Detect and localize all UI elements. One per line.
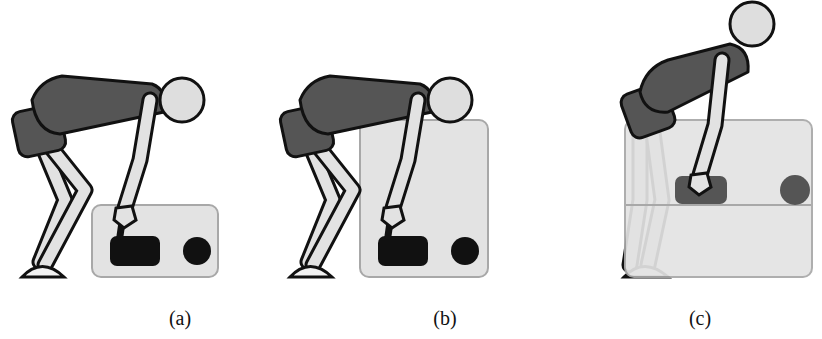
figure-label: (c) <box>689 307 711 330</box>
figure-label: (b) <box>433 307 456 330</box>
figure-label: (a) <box>169 307 191 330</box>
crib-box <box>625 120 812 277</box>
raised-mattress <box>626 204 811 206</box>
caregiver <box>11 76 204 277</box>
figure-a <box>11 76 218 277</box>
figure-c <box>619 2 812 277</box>
caregiver <box>279 76 472 277</box>
figure-b <box>279 76 488 277</box>
crib-box <box>360 120 488 277</box>
infant-head <box>780 175 810 205</box>
crib-box <box>92 205 218 277</box>
